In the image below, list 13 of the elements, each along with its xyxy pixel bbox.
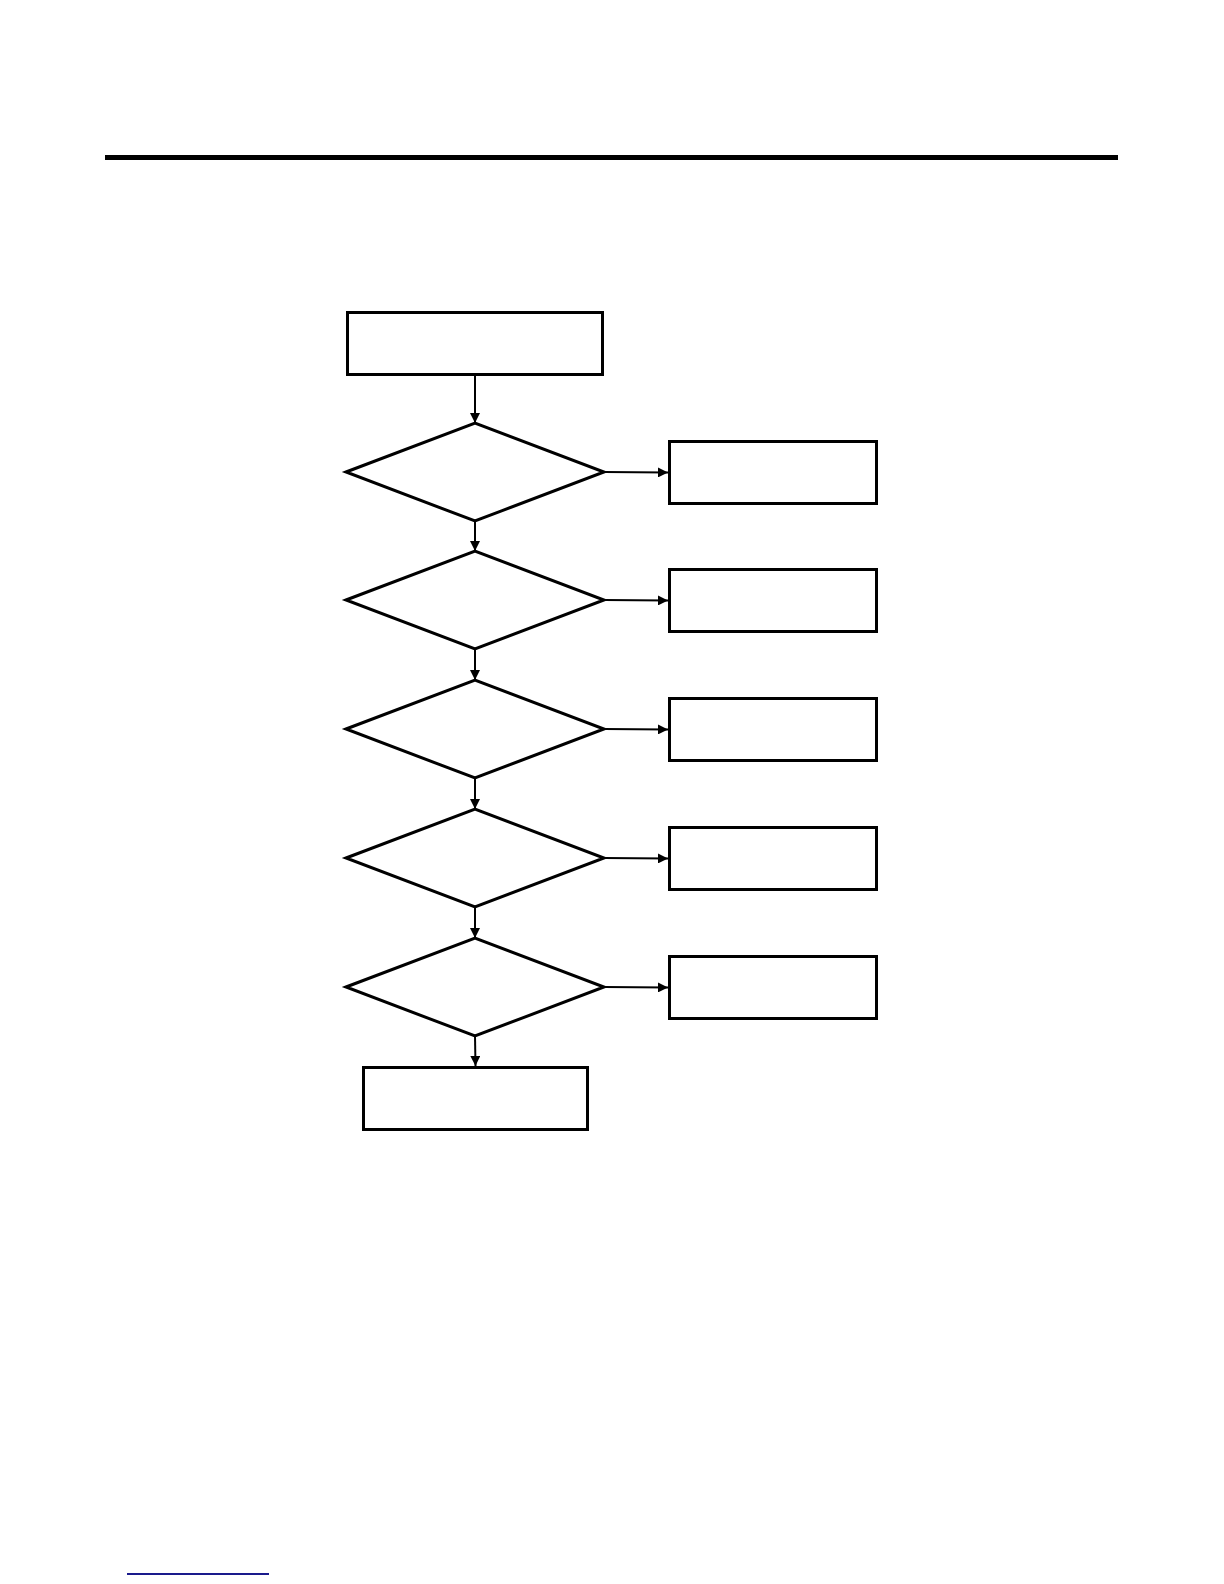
process-box [668, 568, 878, 633]
process-box [668, 440, 878, 505]
arrow [470, 1035, 481, 1067]
arrow [470, 520, 480, 552]
process-box [668, 955, 878, 1020]
arrow [470, 648, 480, 681]
process-box [668, 826, 878, 891]
arrow [470, 906, 480, 939]
process-box [346, 311, 604, 376]
arrow [470, 375, 480, 424]
process-box [362, 1066, 589, 1131]
process-box [668, 697, 878, 762]
arrow [470, 777, 480, 810]
